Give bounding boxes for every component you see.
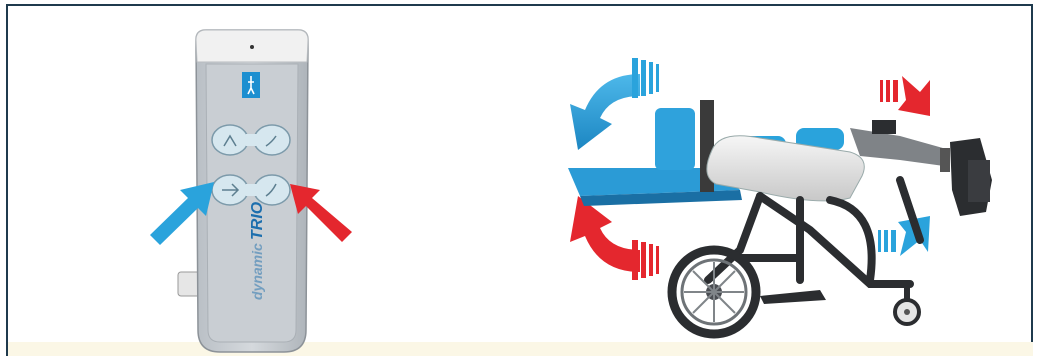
remote-plug [178, 272, 200, 296]
red-small-arrow-top-right [880, 76, 930, 116]
chair-arm-frame [850, 128, 950, 166]
foot-plate [760, 290, 826, 304]
blue-knee-pad [655, 108, 695, 170]
large-wheel [672, 250, 756, 334]
blue-rotate-arrow-top [570, 58, 659, 150]
svg-text:TRIO: TRIO [249, 201, 266, 240]
stander-chair [568, 58, 992, 334]
remote-brand: dynamic TRIO [249, 201, 266, 300]
red-rotate-arrow-bottom [570, 196, 659, 280]
svg-text:dynamic: dynamic [249, 243, 265, 300]
caster-wheel [895, 282, 919, 324]
remote-led [250, 45, 254, 49]
